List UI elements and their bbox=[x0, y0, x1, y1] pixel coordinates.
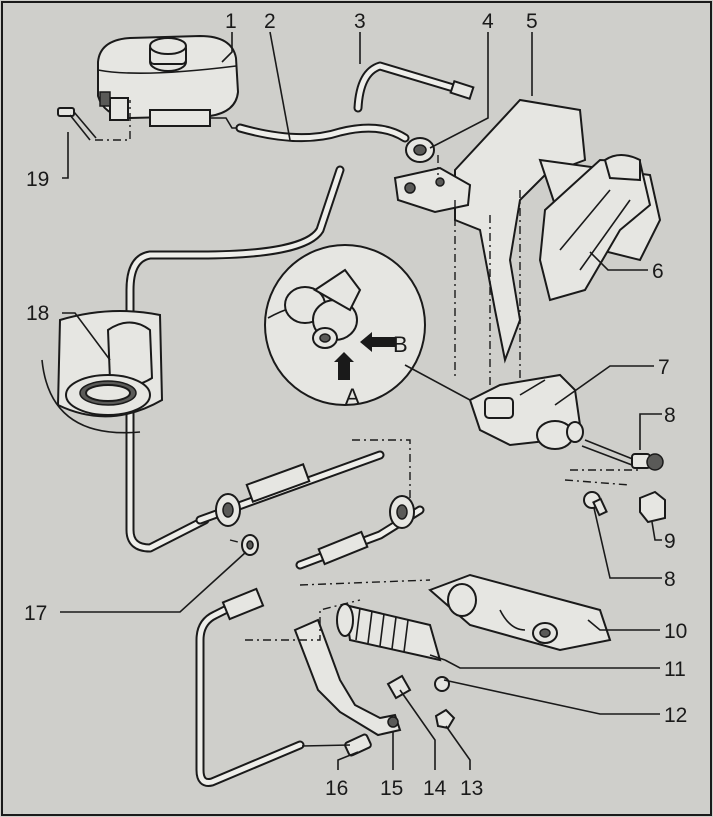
gearbox-housing bbox=[428, 573, 612, 652]
bulkhead-grommet bbox=[41, 310, 164, 434]
bolt-lower bbox=[583, 491, 608, 517]
callout-12: 12 bbox=[664, 704, 687, 727]
callout-5: 5 bbox=[526, 10, 538, 33]
assembly-line bbox=[352, 439, 411, 520]
callout-14: 14 bbox=[423, 777, 447, 800]
assembly-line bbox=[95, 100, 131, 141]
callout-7: 7 bbox=[658, 356, 670, 379]
supply-line bbox=[125, 165, 345, 553]
callout-15: 15 bbox=[380, 777, 403, 800]
leader-lines bbox=[60, 31, 662, 770]
seal-grommet bbox=[405, 137, 435, 163]
pressure-line-lower bbox=[295, 495, 425, 570]
assembly-line bbox=[245, 599, 361, 641]
callout-2: 2 bbox=[264, 10, 276, 33]
brake-fluid-reservoir bbox=[97, 34, 240, 129]
reservoir-screw bbox=[57, 107, 97, 141]
detail-label-b: B bbox=[393, 332, 408, 357]
callout-1: 1 bbox=[225, 10, 237, 33]
bolt-upper bbox=[631, 453, 664, 471]
callout-16: 16 bbox=[325, 777, 348, 800]
arrow-a bbox=[334, 352, 354, 380]
callout-10: 10 bbox=[664, 620, 687, 643]
nut bbox=[434, 708, 456, 730]
callout-8-upper: 8 bbox=[664, 404, 676, 427]
callout-labels: 1 2 3 4 5 6 7 8 9 8 10 11 12 13 14 15 16… bbox=[24, 10, 687, 800]
detail-inset bbox=[264, 244, 471, 406]
callout-11: 11 bbox=[664, 658, 686, 681]
callout-6: 6 bbox=[652, 260, 664, 283]
retaining-clip bbox=[639, 490, 666, 524]
callout-18: 18 bbox=[26, 302, 49, 325]
release-lever bbox=[293, 618, 402, 737]
detail-label-a: A bbox=[345, 384, 360, 409]
callout-9: 9 bbox=[664, 530, 676, 553]
bleed-valve bbox=[386, 674, 450, 700]
assembly-line bbox=[299, 579, 431, 586]
flexible-hose bbox=[195, 587, 305, 787]
arrow-b bbox=[360, 332, 395, 352]
callout-4: 4 bbox=[482, 10, 494, 33]
assembly-line bbox=[564, 479, 631, 486]
pipe-upper bbox=[353, 61, 475, 113]
callout-17: 17 bbox=[24, 602, 47, 625]
seal-ring bbox=[241, 534, 259, 556]
callout-8-lower: 8 bbox=[664, 568, 676, 591]
support-bracket bbox=[538, 154, 652, 302]
callout-19: 19 bbox=[26, 168, 49, 191]
slave-cylinder bbox=[336, 603, 446, 662]
pressure-line bbox=[195, 450, 385, 527]
callout-3: 3 bbox=[354, 10, 366, 33]
bleeder-screw bbox=[301, 733, 372, 757]
callout-13: 13 bbox=[460, 777, 483, 800]
assembly-line bbox=[229, 539, 251, 546]
feed-hose bbox=[235, 123, 410, 143]
clutch-master-cylinder bbox=[468, 373, 641, 469]
